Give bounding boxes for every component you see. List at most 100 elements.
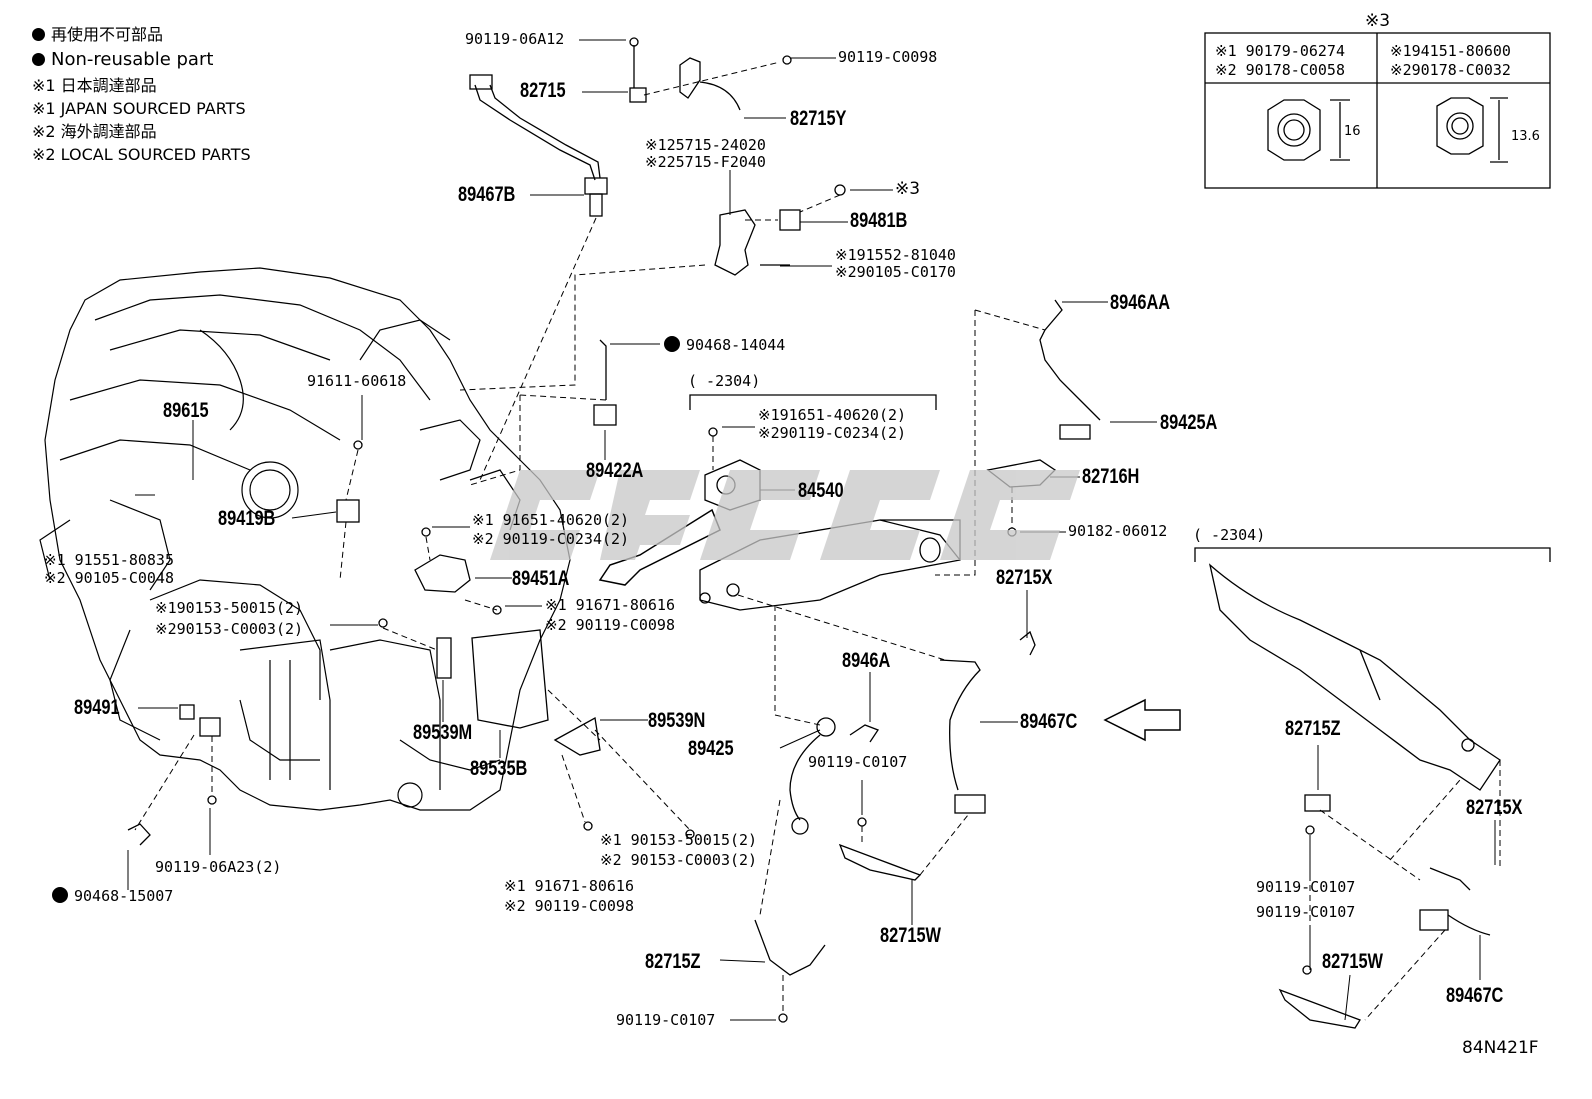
nut-table-left-2: ※2 90178-C0058 <box>1215 61 1345 79</box>
part-number-non-reusable: 90468-14044 <box>664 336 785 353</box>
part-label: 89539N <box>648 709 706 732</box>
part-number-non-reusable: 90468-15007 <box>52 887 173 904</box>
legend-japan-en: ※1 JAPAN SOURCED PARTS <box>32 99 246 118</box>
legend-local-en: ※2 LOCAL SOURCED PARTS <box>32 145 251 164</box>
part-label: 89467B <box>458 183 516 206</box>
part-label: 82715Z <box>1285 717 1341 740</box>
part-label: 82715X <box>996 566 1053 589</box>
part-label: 89481B <box>850 209 908 232</box>
filled-dot-icon <box>664 336 680 352</box>
part-label: 82715 <box>520 79 566 102</box>
part-label: 89419B <box>218 507 276 530</box>
part-label: 82715W <box>1322 950 1384 973</box>
part-label: 82715W <box>880 924 942 947</box>
part-number: 90119-06A12 <box>465 30 565 48</box>
part-label: 89535B <box>470 757 528 780</box>
sensor-8946aa <box>1039 299 1101 440</box>
part-number: ※2 90153-C0003(2) <box>600 851 758 869</box>
part-number: ※1 91671-80616 <box>545 596 675 614</box>
sensor-82715z <box>754 919 826 1023</box>
part-label: 89539M <box>413 721 473 744</box>
part-number: ※290105-C0170 <box>835 263 956 281</box>
nut-table-left-dim: 16 <box>1344 124 1361 139</box>
nut-table-right-dim: 13.6 <box>1511 129 1540 144</box>
part-label: 82715X <box>1466 796 1523 819</box>
part-label: 89615 <box>163 399 209 422</box>
part-number: ※191552-81040 <box>835 246 956 264</box>
part-label: 89467C <box>1446 984 1504 1007</box>
bracket-82715w <box>838 817 922 881</box>
dashed-assembly-lines <box>134 45 1501 1021</box>
part-number: 90119-C0107 <box>1256 878 1356 896</box>
part-number: ※2 90119-C0234(2) <box>472 530 630 548</box>
part-label: 84540 <box>798 479 844 502</box>
part-number: ※3 <box>895 179 921 199</box>
part-label: 89425 <box>688 737 734 760</box>
part-number: ※1 90153-50015(2) <box>600 831 758 849</box>
nut-table-frame <box>1204 32 1551 189</box>
part-number: ※1 91671-80616 <box>504 877 634 895</box>
part-label: 89491 <box>74 696 120 719</box>
part-number: ※125715-24020 <box>645 136 766 154</box>
legend-non-reusable-en: Non-reusable part <box>32 51 213 69</box>
part-label: 82716H <box>1082 465 1140 488</box>
sensor-89425 <box>583 717 836 839</box>
part-number: ※290119-C0234(2) <box>758 424 907 442</box>
date-range-lower: ( -2304) <box>1193 526 1266 544</box>
ecu-89535b <box>378 605 601 756</box>
sensor-8946a <box>849 724 879 743</box>
sensor-89491 <box>127 704 221 846</box>
sensor-89467c <box>939 630 1036 814</box>
part-number: ※1 91551-80835 <box>44 551 174 569</box>
part-label: 82715Y <box>790 107 847 130</box>
sensor-89422a <box>593 339 617 426</box>
date-range-upper: ( -2304) <box>688 372 761 390</box>
part-number: ※2 90119-C0098 <box>504 897 634 915</box>
part-number: ※2 90105-C0048 <box>44 569 174 587</box>
part-label: 89467C <box>1020 710 1078 733</box>
nut-table-right-2: ※290178-C0032 <box>1390 61 1511 79</box>
part-label: 8946A <box>842 649 891 672</box>
part-number: 90182-06012 <box>1068 522 1168 540</box>
leader-lines <box>127 39 1496 1021</box>
legend-non-reusable-jp: 再使用不可部品 <box>32 27 163 43</box>
part-number: 90119-C0107 <box>616 1011 716 1029</box>
part-number: 91611-60618 <box>307 372 407 390</box>
part-label: 89425A <box>1160 411 1218 434</box>
part-label: 8946AA <box>1110 291 1171 314</box>
part-number: 90119-C0107 <box>808 753 908 771</box>
nut-table-right-1: ※194151-80600 <box>1390 42 1511 60</box>
part-number: ※190153-50015(2) <box>155 599 304 617</box>
diagram-reference: 84N421F <box>1462 1038 1539 1058</box>
bracket-89481b <box>714 184 846 276</box>
part-number: ※1 91651-40620(2) <box>472 511 630 529</box>
sensor-89467b <box>469 74 608 217</box>
part-number: ※225715-F2040 <box>645 153 766 171</box>
watermark <box>490 470 1080 560</box>
part-label: 89451A <box>512 567 570 590</box>
legend-japan-jp: ※1 日本調達部品 <box>32 76 157 95</box>
sensor-89451a <box>414 527 471 593</box>
sensor-82715y <box>679 55 792 111</box>
view-arrow-inset <box>1103 698 1181 742</box>
exhaust-pipe-inset <box>1208 563 1501 791</box>
part-label: 82715Z <box>645 950 701 973</box>
part-number: ※290153-C0003(2) <box>155 620 304 638</box>
part-number: ※2 90119-C0098 <box>545 616 675 634</box>
nut-table-title: ※3 <box>1365 11 1391 31</box>
nut-table-left-1: ※1 90179-06274 <box>1215 42 1345 60</box>
sensor-89419b <box>336 440 363 523</box>
bracket-82715 <box>629 37 647 103</box>
inset-sensors <box>1278 794 1491 1029</box>
part-number: ※191651-40620(2) <box>758 406 907 424</box>
filled-dot-icon <box>52 887 68 903</box>
part-label: 89422A <box>586 459 644 482</box>
part-number: 90119-C0107 <box>1256 903 1356 921</box>
filled-dot-icon <box>32 53 45 66</box>
part-number: 90119-06A23(2) <box>155 858 282 876</box>
legend-local-jp: ※2 海外調達部品 <box>32 122 157 141</box>
part-number: 90119-C0098 <box>838 48 938 66</box>
filled-dot-icon <box>32 28 45 41</box>
